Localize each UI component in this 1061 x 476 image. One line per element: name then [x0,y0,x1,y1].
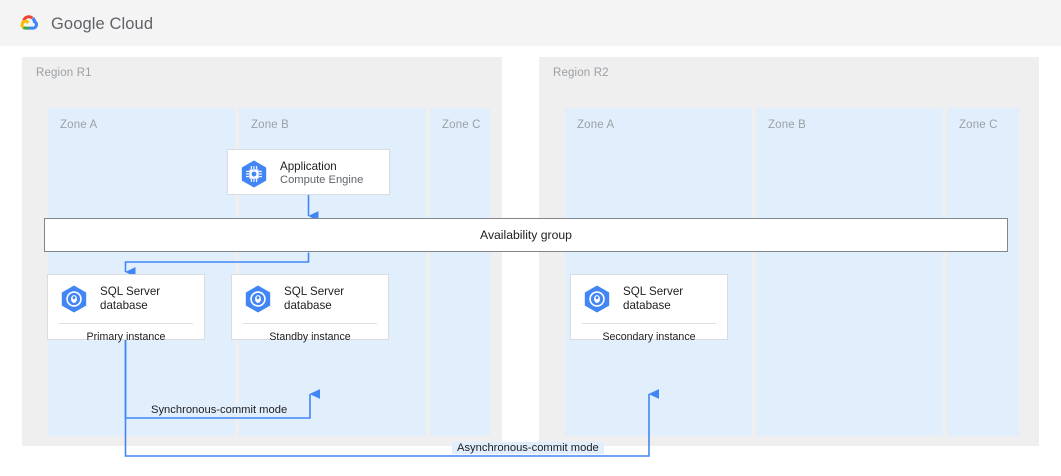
region-r2-zone-c: Zone C [947,108,1019,436]
region-r1-label: Region R1 [36,67,92,79]
region-r2-zone-b: Zone B [756,108,943,436]
edge-label-synchronous-commit: Synchronous-commit mode [146,404,293,416]
brand-text: Google Cloud [51,15,153,34]
node-primary-database-title-1: SQL Server [100,284,161,298]
node-standby-database-footer: Standby instance [269,331,351,343]
availability-group-bar[interactable]: Availability group [44,218,1008,252]
region-r2-zone-a: Zone A [565,108,752,436]
zone-label: Zone B [251,119,289,131]
divider [243,323,377,324]
sql-server-database-icon [61,285,87,313]
edge-label-asynchronous-commit: Asynchronous-commit mode [452,442,604,454]
node-application-title: Application [280,160,337,174]
node-application-subtitle: Compute Engine [280,174,364,187]
google-cloud-logo-icon [20,15,39,30]
sql-server-database-icon [584,285,610,313]
zone-label: Zone A [577,119,615,131]
zone-label: Zone B [768,119,806,131]
sql-server-database-icon [245,285,271,313]
region-r1-zone-a: Zone A [48,108,235,436]
node-primary-database[interactable]: SQL Server database Primary instance [47,274,205,343]
availability-group-label: Availability group [480,228,572,242]
node-primary-database-footer: Primary instance [86,331,166,343]
node-standby-database[interactable]: SQL Server database Standby instance [231,274,389,343]
compute-engine-icon [241,160,267,188]
architecture-diagram: Region R1 Zone A Zone B Zone C Region R2… [0,46,1061,476]
brand-google: Google [51,14,105,33]
brand-cloud: Cloud [109,14,154,33]
node-standby-database-title-2: database [284,299,332,312]
node-secondary-database[interactable]: SQL Server database Secondary instance [570,274,728,343]
node-secondary-database-title-2: database [623,299,671,312]
region-r2-label: Region R2 [553,67,609,79]
region-r1-zone-c: Zone C [430,108,490,436]
node-standby-database-title-1: SQL Server [284,284,345,298]
node-primary-database-title-2: database [100,299,148,312]
node-secondary-database-title-1: SQL Server [623,284,684,298]
node-secondary-database-footer: Secondary instance [602,331,696,343]
zone-label: Zone A [60,119,98,131]
divider [582,323,716,324]
node-application[interactable]: Application Compute Engine [227,149,390,195]
zone-label: Zone C [442,119,481,131]
google-cloud-logo: Google Cloud [16,11,153,37]
zone-label: Zone C [959,119,998,131]
page-header: Google Cloud [0,0,1061,46]
divider [59,323,193,324]
